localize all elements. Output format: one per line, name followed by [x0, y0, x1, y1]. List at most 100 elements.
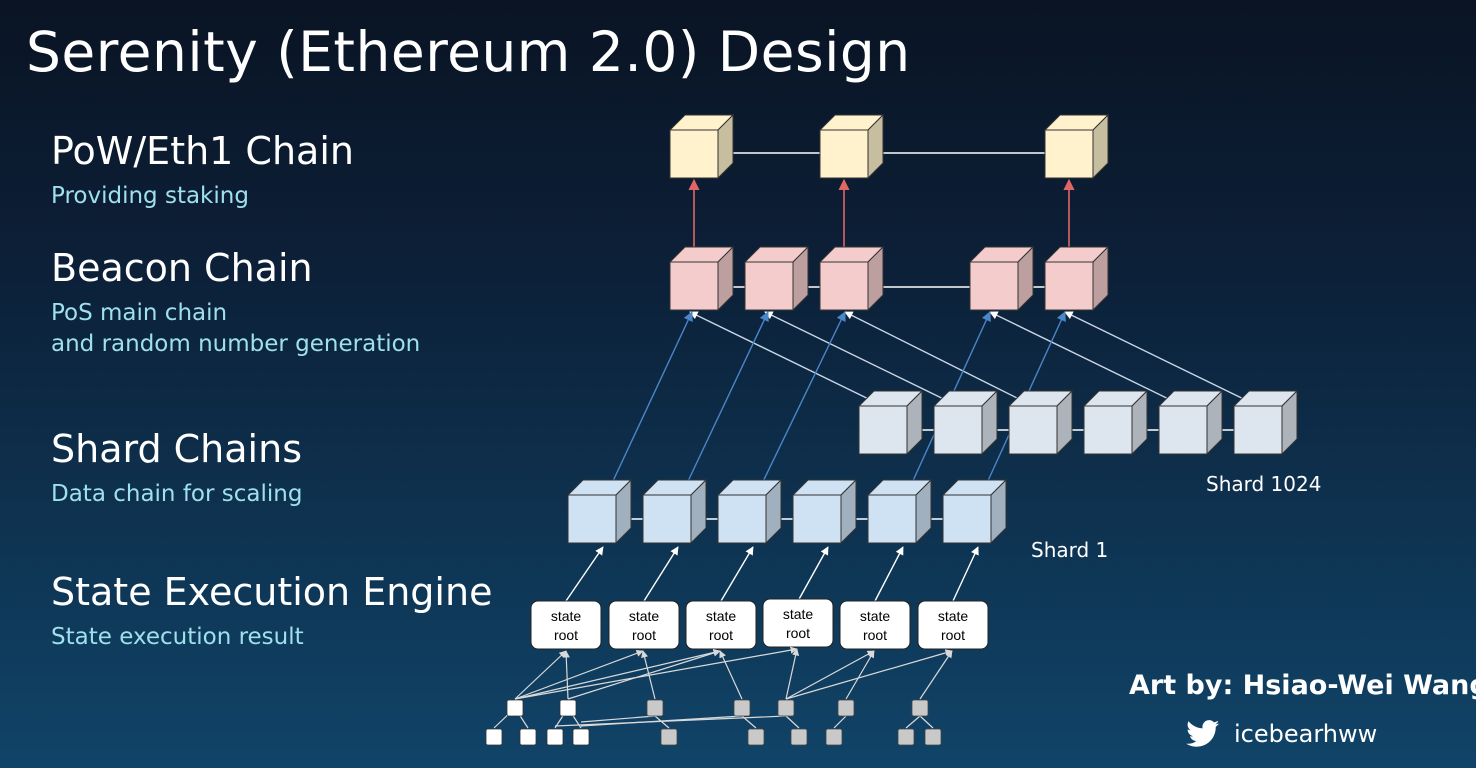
trie-edge-7 [719, 650, 743, 700]
beacon-chain-title: Beacon Chain [51, 246, 313, 290]
shard1024-block-3 [1007, 389, 1074, 456]
beacon-chain-subtitle-line1: PoS main chain [51, 300, 228, 326]
shard1024-block-6-front [1233, 405, 1283, 455]
state-root-line1: state [551, 608, 582, 624]
trie-node-white-3 [485, 728, 503, 746]
shard-chains-subtitle: Data chain for scaling [51, 481, 303, 507]
shard1-block-3 [716, 478, 783, 545]
shard1024-crosslink-5 [1064, 311, 1259, 407]
pow-block-1-front [669, 129, 719, 179]
pow-block-1 [668, 113, 735, 180]
trie-edge-9 [785, 650, 875, 700]
state-root-2: state root [608, 600, 680, 650]
trie-node-grey-6 [660, 728, 678, 746]
shard1-block-5 [866, 478, 933, 545]
state-engine-title: State Execution Engine [51, 570, 493, 614]
root-to-shard-3 [720, 546, 754, 602]
pow-block-3-front [1044, 129, 1094, 179]
twitter-handle[interactable]: icebearhww [1234, 720, 1378, 748]
beacon-chain-subtitle-line2: and random number generation [51, 331, 421, 357]
page-title: Serenity (Ethereum 2.0) Design [26, 20, 911, 84]
pow-block-2 [818, 113, 885, 180]
shard1024-block-2 [932, 389, 999, 456]
trie-node-grey-7 [747, 728, 765, 746]
trie-edge-23 [919, 715, 934, 729]
trie-edge-13 [567, 649, 721, 700]
trie-edge-26 [580, 715, 656, 723]
state-root-line2: root [786, 625, 810, 641]
shard1-crosslink-3 [755, 311, 846, 497]
beacon-block-1 [668, 245, 735, 312]
shard1024-block-5-front [1158, 405, 1208, 455]
trie-node-white-5 [546, 728, 564, 746]
shard1-block-3-front [717, 494, 767, 544]
shard1024-crosslink-4 [989, 311, 1184, 407]
root-to-shard-6 [952, 546, 979, 602]
shard1024-block-2-front [933, 405, 983, 455]
shard1024-crosslink-1 [689, 311, 884, 407]
state-root-line2: root [632, 627, 656, 643]
state-root-box [762, 598, 834, 648]
trie-edge-11 [919, 650, 953, 700]
trie-edge-6 [641, 650, 656, 700]
shard1024-crosslink-3 [844, 311, 1034, 407]
trie-node-white-2 [559, 699, 577, 717]
trie-edge-4 [514, 648, 721, 700]
state-root-line1: state [860, 608, 891, 624]
root-to-shard-2 [643, 546, 679, 602]
trie-edge-20 [785, 715, 800, 729]
trie-edge-5 [514, 646, 798, 700]
trie-node-white-6 [572, 728, 590, 746]
state-root-box [839, 600, 911, 650]
trie-edge-3 [514, 649, 644, 700]
trie-edge-2 [562, 650, 570, 700]
trie-node-white-4 [519, 728, 537, 746]
trie-edge-1 [514, 650, 567, 700]
state-root-line1: state [783, 606, 814, 622]
shard1024-block-4 [1082, 389, 1149, 456]
shard1024-block-6 [1232, 389, 1299, 456]
trie-node-grey-5 [911, 699, 929, 717]
trie-node-grey-2 [733, 699, 751, 717]
state-root-box [530, 600, 602, 650]
state-root-box [917, 600, 989, 650]
trie-node-grey-8 [790, 728, 808, 746]
shard1024-block-3-front [1008, 405, 1058, 455]
twitter-handle-row[interactable]: icebearhww [1186, 720, 1377, 748]
trie-node-grey-4 [837, 699, 855, 717]
shard1-block-6-front [942, 494, 992, 544]
shard1-block-1 [566, 478, 633, 545]
trie-edge-10 [845, 650, 875, 700]
shard1-block-4-front [792, 494, 842, 544]
shard1-block-4 [791, 478, 858, 545]
trie-edge-18 [654, 715, 670, 729]
shard1024-crosslink-2 [764, 311, 959, 407]
root-to-shard-5 [874, 546, 904, 602]
trie-node-white-1 [506, 699, 524, 717]
state-engine-subtitle: State execution result [51, 624, 304, 650]
shard1-block-6 [941, 478, 1008, 545]
trie-edge-8 [785, 648, 800, 700]
shard-1-label: Shard 1 [1031, 538, 1109, 562]
shard1-block-1-front [567, 494, 617, 544]
state-root-box [608, 600, 680, 650]
pow-chain-subtitle: Providing staking [51, 183, 249, 209]
shard1-block-5-front [867, 494, 917, 544]
beacon-block-2-front [744, 261, 794, 311]
beacon-block-3 [818, 245, 885, 312]
shard1-crosslink-1 [605, 311, 693, 497]
shard-chains-title: Shard Chains [51, 427, 302, 471]
state-root-line1: state [629, 608, 660, 624]
beacon-block-3-front [819, 261, 869, 311]
beacon-block-2 [743, 245, 810, 312]
state-root-4: state root [762, 598, 834, 648]
pow-block-3 [1043, 113, 1110, 180]
art-credit: Art by: Hsiao-Wei Wang [1129, 670, 1476, 701]
shard1024-block-4-front [1083, 405, 1133, 455]
root-to-shard-1 [565, 546, 604, 602]
state-root-line2: root [554, 627, 578, 643]
state-root-line1: state [706, 608, 737, 624]
trie-edge-21 [833, 715, 847, 729]
